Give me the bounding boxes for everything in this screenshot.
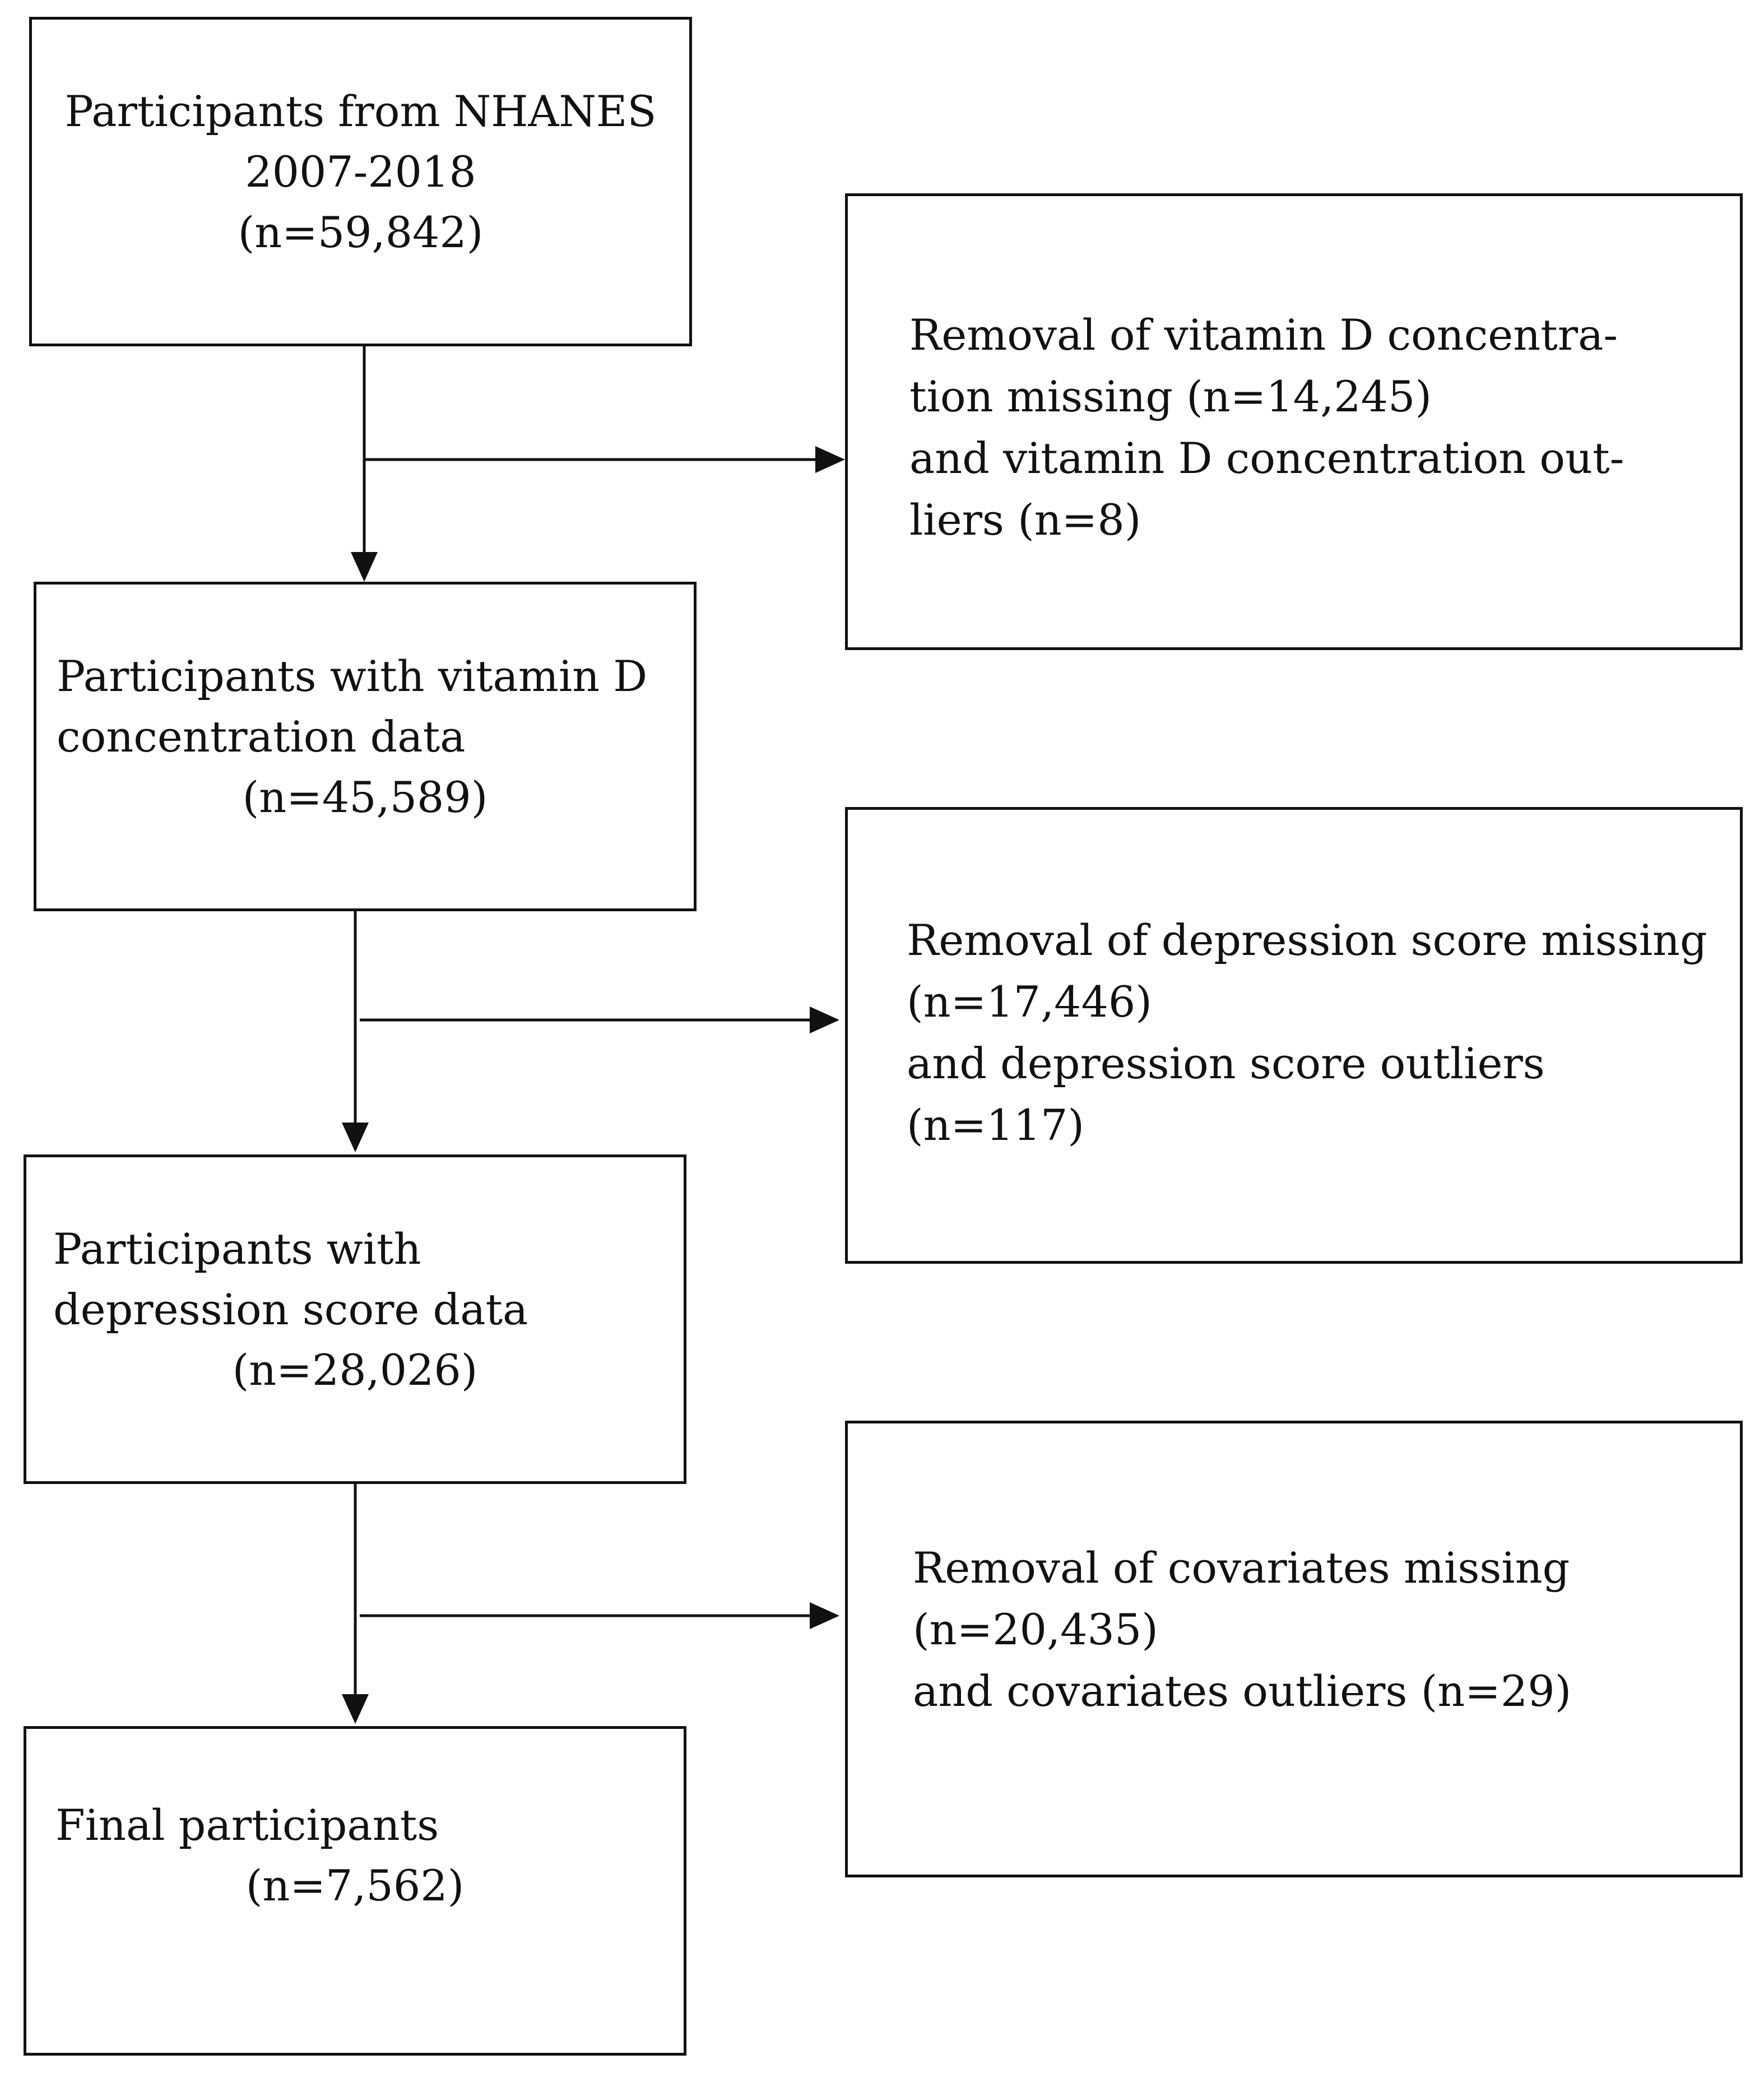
box-exclusion-vitamin-d: Removal of vitamin D concentra- tion mis…: [845, 193, 1743, 650]
branch-arrowhead-2: [810, 1007, 839, 1033]
box-exclusion-depression: Removal of depression score missing (n=1…: [845, 807, 1743, 1264]
connector-stage-2: [342, 909, 839, 1152]
box-final-line-2: (n=7,562): [245, 1861, 465, 1910]
down-arrowhead-1: [351, 552, 378, 582]
box-depression-line-2: depression score data: [53, 1284, 528, 1334]
box-final-participants: Final participants (n=7,562): [24, 1726, 686, 2056]
exclusion-vitamin-d-line-2: tion missing (n=14,245): [909, 372, 1432, 421]
box-exclusion-covariates: Removal of covariates missing (n=20,435)…: [845, 1421, 1743, 1877]
exclusion-covariates-line-3: and covariates outliers (n=29): [913, 1666, 1572, 1716]
branch-arrowhead-3: [810, 1602, 839, 1629]
exclusion-depression-line-4: (n=117): [907, 1100, 1084, 1150]
box-vitamin-d-line-2: concentration data: [57, 712, 466, 762]
exclusion-depression-line-2: (n=17,446): [907, 977, 1152, 1027]
exclusion-depression-line-1: Removal of depression score missing: [907, 915, 1707, 965]
box-depression-line-1: Participants with: [53, 1224, 421, 1274]
connector-stage-1: [351, 336, 845, 582]
box-initial-participants: Participants from NHANES 2007-2018 (n=59…: [29, 17, 692, 346]
exclusion-covariates-line-2: (n=20,435): [913, 1604, 1158, 1654]
exclusion-vitamin-d-line-3: and vitamin D concentration out-: [909, 433, 1624, 483]
box-vitamin-d-line-3: (n=45,589): [242, 772, 488, 822]
down-arrowhead-3: [342, 1694, 369, 1724]
box-initial-line-1: Participants from NHANES: [64, 86, 657, 136]
branch-arrowhead-1: [815, 446, 845, 473]
exclusion-vitamin-d-line-4: liers (n=8): [909, 495, 1141, 545]
exclusion-depression-line-3: and depression score outliers: [907, 1038, 1545, 1088]
box-vitamin-d-line-1: Participants with vitamin D: [57, 651, 648, 701]
box-initial-line-3: (n=59,842): [238, 207, 484, 257]
exclusion-covariates-line-1: Removal of covariates missing: [913, 1543, 1570, 1593]
box-depression-participants: Participants with depression score data …: [24, 1154, 686, 1484]
exclusion-vitamin-d-line-1: Removal of vitamin D concentra-: [909, 310, 1618, 360]
down-arrowhead-2: [342, 1123, 369, 1152]
connector-stage-3: [342, 1482, 839, 1724]
box-initial-line-2: 2007-2018: [245, 147, 476, 197]
box-vitamin-d-participants: Participants with vitamin D concentratio…: [34, 582, 697, 911]
box-final-line-1: Final participants: [55, 1800, 439, 1850]
box-depression-line-3: (n=28,026): [232, 1345, 478, 1395]
